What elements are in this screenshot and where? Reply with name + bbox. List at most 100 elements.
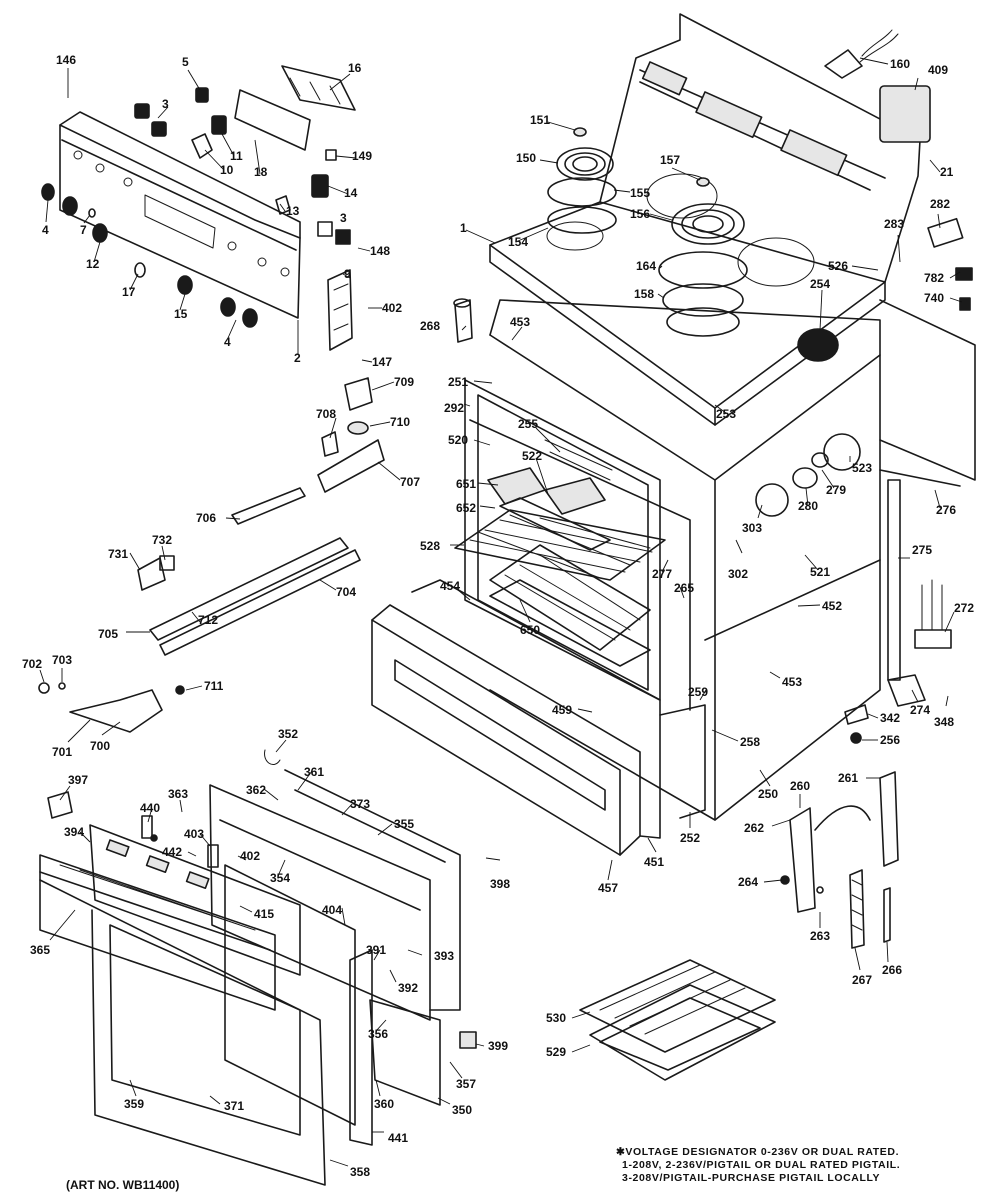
callout-399: 399 [488,1039,508,1053]
callout-258: 258 [740,735,760,749]
callout-253: 253 [716,407,736,421]
callout-255: 255 [518,417,538,431]
callout-154: 154 [508,235,528,249]
callout-21: 21 [940,165,954,179]
callout-262: 262 [744,821,764,835]
callout-712: 712 [198,613,218,627]
callout-403: 403 [184,827,204,841]
surface-units [547,127,748,337]
callout-283: 283 [884,217,904,231]
callout-355: 355 [394,817,414,831]
callout-251: 251 [448,375,468,389]
callout-391: 391 [366,943,386,957]
callout-11: 11 [230,149,243,163]
callout-402: 402 [382,301,402,315]
callout-9: 9 [344,267,351,281]
callout-282: 282 [930,197,950,211]
callout-267: 267 [852,973,872,987]
callout-3: 3 [162,97,169,111]
art-number: (ART NO. WB11400) [66,1178,180,1192]
callout-704: 704 [336,585,356,599]
callout-451: 451 [644,855,664,869]
callout-452: 452 [822,599,842,613]
callout-453b: 453 [782,675,802,689]
callout-260: 260 [790,779,810,793]
callout-397: 397 [68,773,88,787]
callout-14: 14 [344,186,358,200]
callout-453: 453 [510,315,530,329]
timer-bracket [234,65,356,151]
callout-705: 705 [98,627,118,641]
broiler-pan [579,959,776,1081]
callout-440: 440 [140,801,160,815]
callout-702: 702 [22,657,42,671]
voltage-designator-note: ✱VOLTAGE DESIGNATOR 0-236V OR DUAL RATED… [616,1146,900,1185]
callout-530: 530 [546,1011,566,1025]
callout-360: 360 [374,1097,394,1111]
callout-528: 528 [420,539,440,553]
callout-740: 740 [924,291,944,305]
callout-409: 409 [928,63,948,77]
callout-1: 1 [460,221,467,235]
callout-4: 4 [42,223,49,237]
callout-272: 272 [954,601,974,615]
callout-365: 365 [30,943,50,957]
callout-708: 708 [316,407,336,421]
callout-279: 279 [826,483,846,497]
callout-259: 259 [688,685,708,699]
callout-2: 2 [294,351,301,365]
callout-354: 354 [270,871,290,885]
callout-350: 350 [452,1103,472,1117]
callout-402b: 402 [240,849,260,863]
callout-415: 415 [254,907,274,921]
callout-710: 710 [390,415,410,429]
callout-392: 392 [398,981,418,995]
callout-373: 373 [350,797,370,811]
callout-256: 256 [880,733,900,747]
callout-404: 404 [322,903,342,917]
callout-261: 261 [838,771,858,785]
callout-5: 5 [182,55,189,69]
callout-302: 302 [728,567,748,581]
callout-13: 13 [286,204,300,218]
callout-706: 706 [196,511,216,525]
callout-703: 703 [52,653,72,667]
callout-782: 782 [924,271,944,285]
callout-265: 265 [674,581,694,595]
terminal-block [453,29,973,649]
control-panel [59,111,301,319]
callout-4b: 4 [224,335,231,349]
oven-racks [454,467,666,651]
oven-liner-and-door-frame [464,379,691,711]
callout-362: 362 [246,783,266,797]
callout-150: 150 [516,151,536,165]
rear-panel [879,299,976,487]
callout-361: 361 [304,765,324,779]
callout-276: 276 [936,503,956,517]
callout-280: 280 [798,499,818,513]
callout-3b: 3 [340,211,347,225]
callout-732: 732 [152,533,172,547]
callout-701: 701 [52,745,72,759]
callout-521: 521 [810,565,830,579]
callout-523: 523 [852,461,872,475]
callout-459: 459 [552,703,572,717]
callout-labels: 146 5 16 3 11 18 149 10 14 13 3 148 4 7 … [22,53,974,1179]
callout-263: 263 [810,929,830,943]
note-line-3: 3-208V/PIGTAIL-PURCHASE PIGTAIL LOCALLY [622,1172,881,1184]
cooktop [489,173,886,426]
callout-441: 441 [388,1131,408,1145]
callout-275: 275 [912,543,932,557]
callout-356: 356 [368,1027,388,1041]
callout-268: 268 [420,319,440,333]
callout-457: 457 [598,881,618,895]
callout-16: 16 [348,61,362,75]
callout-520: 520 [448,433,468,447]
callout-160: 160 [890,57,910,71]
callout-522: 522 [522,449,542,463]
callout-156: 156 [630,207,650,221]
callout-147: 147 [372,355,392,369]
callout-158: 158 [634,287,654,301]
callout-155: 155 [630,186,650,200]
